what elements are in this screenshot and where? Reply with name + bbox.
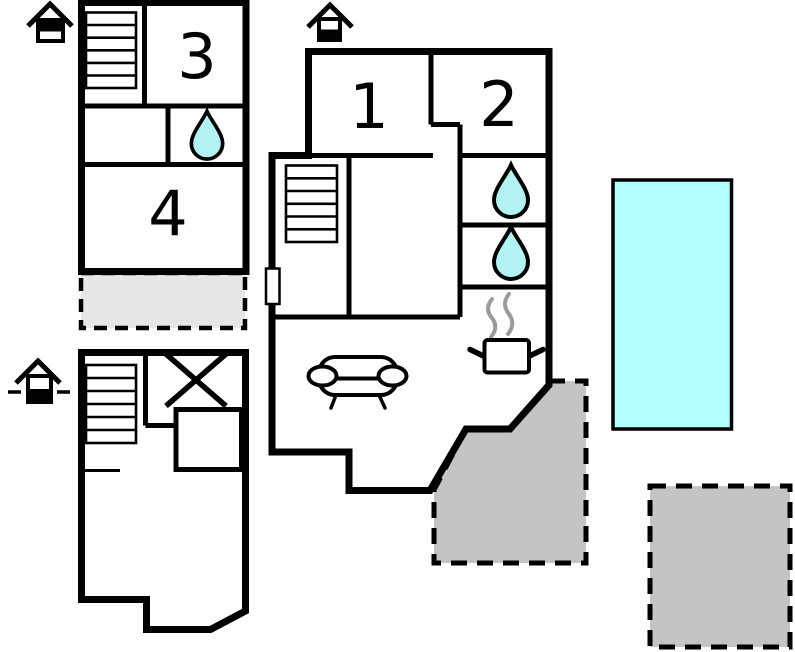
swimming-pool (611, 178, 734, 431)
water-drop-icon (189, 106, 225, 161)
sofa-icon (306, 355, 409, 410)
room-4-label: 4 (148, 177, 187, 250)
building-main: 1 2 (264, 48, 553, 494)
upper-floor-marker (36, 18, 65, 32)
roof-shape (306, 1, 354, 29)
cooking-pot-icon (467, 292, 546, 375)
house-entrance-upper-floor-icon (26, 0, 74, 43)
room-2-label: 2 (479, 68, 518, 141)
stairs-icon (284, 164, 339, 244)
stairs-icon (84, 11, 138, 90)
room-1-label: 1 (349, 70, 388, 143)
sofa-armrest (376, 364, 409, 388)
stairs-icon (84, 363, 138, 445)
sofa-leg (377, 393, 387, 410)
water-drop-icon (491, 222, 531, 281)
pot-handle (467, 346, 488, 360)
cross-line (164, 351, 228, 409)
crossed-area-icon (164, 351, 228, 409)
building-upper-floor: 3 4 (78, 0, 250, 275)
patio-area (647, 483, 793, 650)
ground-floor-marker (26, 389, 53, 404)
house-entrance-annex-icon (8, 357, 70, 404)
room-3-label: 3 (177, 20, 216, 93)
ground-floor-marker (317, 29, 342, 42)
house-entrance-ground-floor-icon (306, 1, 354, 42)
steam-line (486, 297, 498, 339)
door-marker (264, 267, 281, 306)
pot-body (482, 338, 531, 375)
inner-room-outline (173, 407, 244, 472)
sofa-armrest (306, 364, 339, 388)
building-annex (78, 349, 249, 633)
steam-line (503, 292, 515, 336)
balcony-area (78, 270, 248, 331)
water-drop-icon (491, 160, 531, 219)
sofa-leg (329, 393, 338, 410)
